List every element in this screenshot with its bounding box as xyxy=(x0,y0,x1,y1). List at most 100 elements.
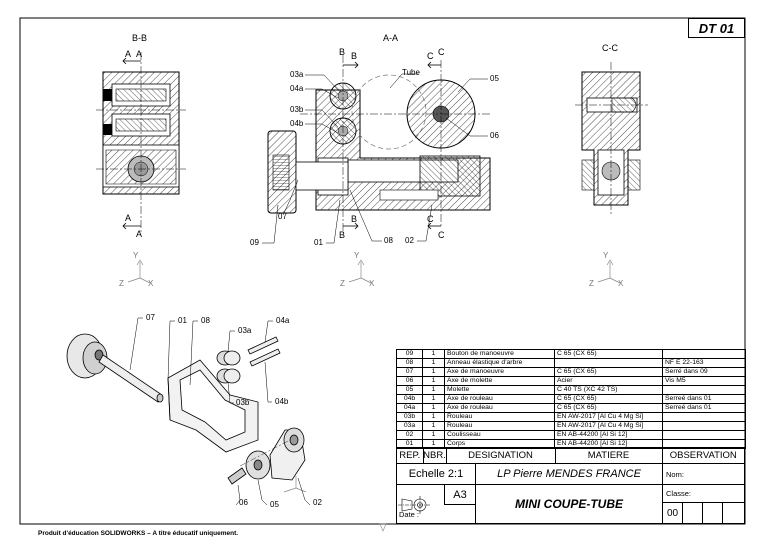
bom-cell-nbr: 1 xyxy=(422,358,445,368)
header-matiere: MATIERE xyxy=(556,448,663,463)
callout-07: 07 xyxy=(278,212,287,221)
axis-z-2: Z xyxy=(340,279,345,288)
bom-cell-nbr: 1 xyxy=(422,376,445,386)
axis-z-1: Z xyxy=(119,279,124,288)
bom-cell-matiere: C 65 (CX 65) xyxy=(554,403,663,413)
bom-cell-rep: 09 xyxy=(396,349,423,359)
callout-06: 06 xyxy=(490,131,499,140)
axis-y-1: Y xyxy=(133,251,139,260)
bom-cell-rep: 03b xyxy=(396,412,423,422)
section-letter-b-bot2: B xyxy=(339,230,346,240)
projection-symbol xyxy=(398,496,430,514)
bom-cell-matiere: C 65 (CX 65) xyxy=(554,349,663,359)
sheet-center-mark xyxy=(379,523,387,532)
header-nbr: NBR. xyxy=(423,448,447,463)
number-box-3 xyxy=(703,503,723,523)
view-title-bb: B-B xyxy=(132,33,148,43)
exploded-callout-02: 02 xyxy=(313,498,322,507)
bom-cell-nbr: 1 xyxy=(422,394,445,404)
callout-04b: 04b xyxy=(290,119,304,128)
header-observation: OBSERVATION xyxy=(669,450,737,461)
bom-cell-rep: 04a xyxy=(396,403,423,413)
bom-cell-designation: Anneau élastique d'arbre xyxy=(444,358,555,368)
exploded-callout-01: 01 xyxy=(178,316,187,325)
callout-02: 02 xyxy=(405,236,414,245)
bom-cell-rep: 07 xyxy=(396,367,423,377)
section-letter-b-bot: B xyxy=(351,214,358,224)
bom-cell-nbr: 1 xyxy=(422,349,445,359)
section-letter-b-top: B xyxy=(339,47,346,57)
callout-03a: 03a xyxy=(290,70,304,79)
section-view-bb xyxy=(96,52,186,232)
callout-01: 01 xyxy=(314,238,323,247)
bom-cell-observation: Serreé dans 01 xyxy=(662,403,746,413)
bom-cell-designation: Axe de molette xyxy=(444,376,555,386)
bom-cell-nbr: 1 xyxy=(422,412,445,422)
drawing-title: MINI COUPE-TUBE xyxy=(476,485,663,523)
bom-cell-observation: Serreé dans 01 xyxy=(662,394,746,404)
axis-y-2: Y xyxy=(354,251,360,260)
bom-cell-matiere: C 65 (CX 65) xyxy=(554,367,663,377)
bom-cell-observation: Serré dans 09 xyxy=(662,367,746,377)
bom-cell-nbr: 1 xyxy=(422,421,445,431)
projection-cell xyxy=(397,485,445,505)
exploded-callout-08: 08 xyxy=(201,316,210,325)
bom-cell-designation: Axe de rouleau xyxy=(444,394,555,404)
bom-cell-observation xyxy=(662,439,746,449)
bom-cell-designation: Axe de rouleau xyxy=(444,403,555,413)
bom-cell-nbr: 1 xyxy=(422,403,445,413)
date-label: Date : xyxy=(397,505,476,523)
bom-header: REP. NBR. DESIGNATION MATIERE OBSERVATIO… xyxy=(396,447,745,463)
section-letter-b-top2: B xyxy=(351,51,358,61)
bom-cell-observation: NF E 22-163 xyxy=(662,358,746,368)
view-title-aa: A-A xyxy=(383,33,399,43)
bom-cell-designation: Bouton de manoeuvre xyxy=(444,349,555,359)
section-letter-c-top: C xyxy=(427,51,434,61)
bom-cell-observation xyxy=(662,349,746,359)
callout-05: 05 xyxy=(490,74,499,83)
bom-cell-rep: 03a xyxy=(396,421,423,431)
exploded-callout-07: 07 xyxy=(146,313,155,322)
bom-cell-matiere: Acier xyxy=(554,376,663,386)
axis-triad-3 xyxy=(597,259,621,284)
exploded-callout-06: 06 xyxy=(239,498,248,507)
bom-cell-rep: 02 xyxy=(396,430,423,440)
classe-label: Classe: xyxy=(663,485,744,503)
section-letter-c-top2: C xyxy=(438,47,445,57)
section-view-aa xyxy=(262,55,491,244)
sheet-number: 00 xyxy=(663,503,683,523)
axis-x-2: X xyxy=(369,279,375,288)
nom-label: Nom: xyxy=(663,464,744,485)
header-rep: REP. xyxy=(397,448,424,463)
exploded-view xyxy=(66,317,311,506)
bom-cell-matiere: C 40 TS (XC 42 TS) xyxy=(554,385,663,395)
section-letter-c-bot: C xyxy=(427,214,434,224)
number-box-2 xyxy=(683,503,703,523)
section-letter-a-bot: A xyxy=(125,213,132,223)
section-letter-a-bot2: A xyxy=(136,229,143,239)
axis-triad-4 xyxy=(283,476,307,493)
bom-cell-matiere xyxy=(554,358,663,368)
bom-cell-rep: 05 xyxy=(396,385,423,395)
header-designation: DESIGNATION xyxy=(447,448,556,463)
axis-z-3: Z xyxy=(589,279,594,288)
bom-cell-designation: Axe de manoeuvre xyxy=(444,367,555,377)
axis-x-3: X xyxy=(618,279,624,288)
view-title-cc: C-C xyxy=(602,43,618,53)
callout-09: 09 xyxy=(250,238,259,247)
bom-cell-designation: Coulisseau xyxy=(444,430,555,440)
section-letter-a-top: A xyxy=(125,49,132,59)
bom-cell-designation: Rouleau xyxy=(444,412,555,422)
